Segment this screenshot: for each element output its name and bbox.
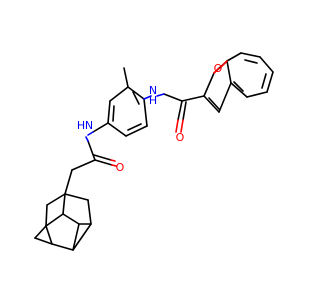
bond (143, 98, 148, 127)
atom-labels: O N H N H O O (77, 62, 223, 174)
bond (261, 73, 267, 89)
bond (127, 123, 142, 131)
nitrogen-left-label: N (85, 119, 93, 132)
bond (125, 125, 148, 137)
bond-oxygen (213, 67, 220, 74)
bond (87, 140, 96, 161)
bond (177, 100, 183, 121)
bond-oxygen (220, 60, 228, 68)
oxygen-amide-right-label: O (176, 131, 185, 144)
bond (246, 91, 268, 98)
bond (203, 72, 215, 97)
nitrogen-top-label: N (149, 84, 157, 97)
bond (62, 213, 80, 225)
hydrogen-left-label: H (77, 119, 85, 132)
bond (46, 193, 66, 206)
bond (34, 225, 47, 239)
bond (181, 95, 205, 102)
bond (203, 95, 220, 113)
bond (123, 67, 129, 88)
bond (163, 93, 183, 102)
bond-layer (34, 52, 274, 251)
bond (107, 100, 111, 124)
bond (45, 225, 53, 245)
bond-nitrogen (143, 95, 152, 100)
molecule-structure: O N H N H O O (0, 0, 300, 300)
bond (72, 223, 80, 251)
bond (233, 81, 244, 92)
bond (182, 101, 187, 121)
bond (51, 243, 74, 251)
bond (226, 60, 232, 84)
bond (62, 193, 66, 215)
bond-oxygen (111, 164, 117, 167)
bond (259, 56, 274, 73)
bond (132, 91, 140, 105)
bond-oxygen (175, 119, 179, 133)
hydrogen-top-label: H (149, 94, 157, 107)
bond (72, 223, 92, 251)
bond (34, 237, 53, 245)
bond-nitrogen (85, 136, 89, 142)
bond (226, 52, 242, 62)
oxygen-amide-left-label: O (116, 161, 125, 174)
bond-oxygen (180, 119, 184, 133)
bond (71, 159, 96, 171)
bond (218, 82, 232, 113)
oxygen-ring-label: O (214, 62, 223, 75)
bond (45, 204, 48, 227)
bond (92, 122, 109, 133)
heteroatom-bond-layer (85, 60, 228, 167)
canvas-background (0, 0, 300, 300)
bond (64, 193, 89, 201)
bond (266, 71, 274, 93)
bond (107, 122, 127, 137)
bond (64, 169, 73, 195)
bond-nitrogen (87, 131, 94, 136)
bond (45, 213, 64, 227)
bond (230, 82, 248, 98)
bond (112, 105, 115, 122)
bond (94, 159, 113, 166)
bond (240, 52, 261, 58)
bond (87, 199, 92, 225)
bond-oxygen (110, 159, 116, 162)
bond (109, 86, 129, 102)
bond (93, 154, 112, 161)
bond (127, 86, 145, 100)
molecule-canvas: O N H N H O O (0, 0, 300, 300)
bond (208, 97, 220, 110)
bond (244, 59, 258, 64)
bond-nitrogen (156, 93, 165, 97)
